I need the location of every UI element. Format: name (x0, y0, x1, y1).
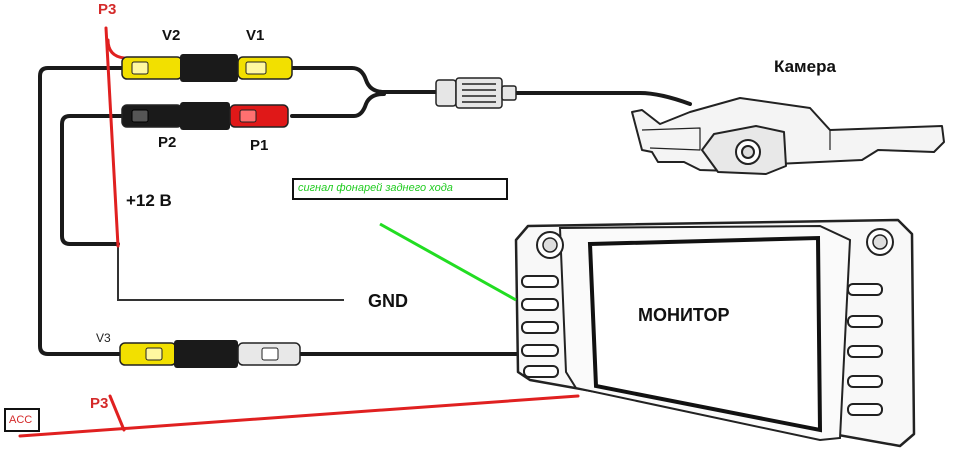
label-monitor: МОНИТОР (638, 305, 730, 325)
label-p3-top: P3 (98, 1, 117, 18)
signal-line (379, 222, 517, 302)
wire-p2-to-12v (60, 114, 124, 246)
label-p1: P1 (250, 137, 269, 154)
wire-acc (18, 394, 580, 438)
wire-gnd (117, 246, 344, 301)
wire-p3-hook (106, 38, 126, 60)
label-plus-12v: +12 В (126, 191, 172, 210)
label-v1: V1 (246, 27, 265, 44)
signal-box: сигнал фонарей заднего хода (292, 178, 508, 200)
label-acc: ACC (9, 414, 33, 426)
wire-p3-bottom (108, 394, 126, 432)
label-camera: Камера (774, 57, 836, 76)
rca-connector-v3 (119, 340, 301, 368)
label-p3-bottom: P3 (90, 395, 109, 412)
camera-plug (435, 77, 517, 109)
acc-box: ACC (4, 408, 40, 432)
label-v2: V2 (162, 27, 181, 44)
power-wires (18, 26, 580, 438)
rca-connector-p2-p1 (121, 102, 289, 130)
rca-connector-v2-v1 (121, 54, 293, 82)
label-v3: V3 (96, 331, 111, 345)
wire-v1-to-camera (290, 66, 438, 94)
wire-p1-to-camera (290, 92, 386, 118)
wire-p3-top (104, 26, 120, 248)
camera-icon (631, 97, 945, 175)
camera-cable (514, 91, 692, 106)
label-signal: сигнал фонарей заднего хода (298, 182, 453, 194)
wire-v2-to-v3 (38, 66, 124, 356)
label-p2: P2 (158, 134, 177, 151)
label-gnd: GND (368, 291, 408, 311)
signal-wires (38, 66, 692, 356)
monitor-icon (514, 218, 916, 448)
